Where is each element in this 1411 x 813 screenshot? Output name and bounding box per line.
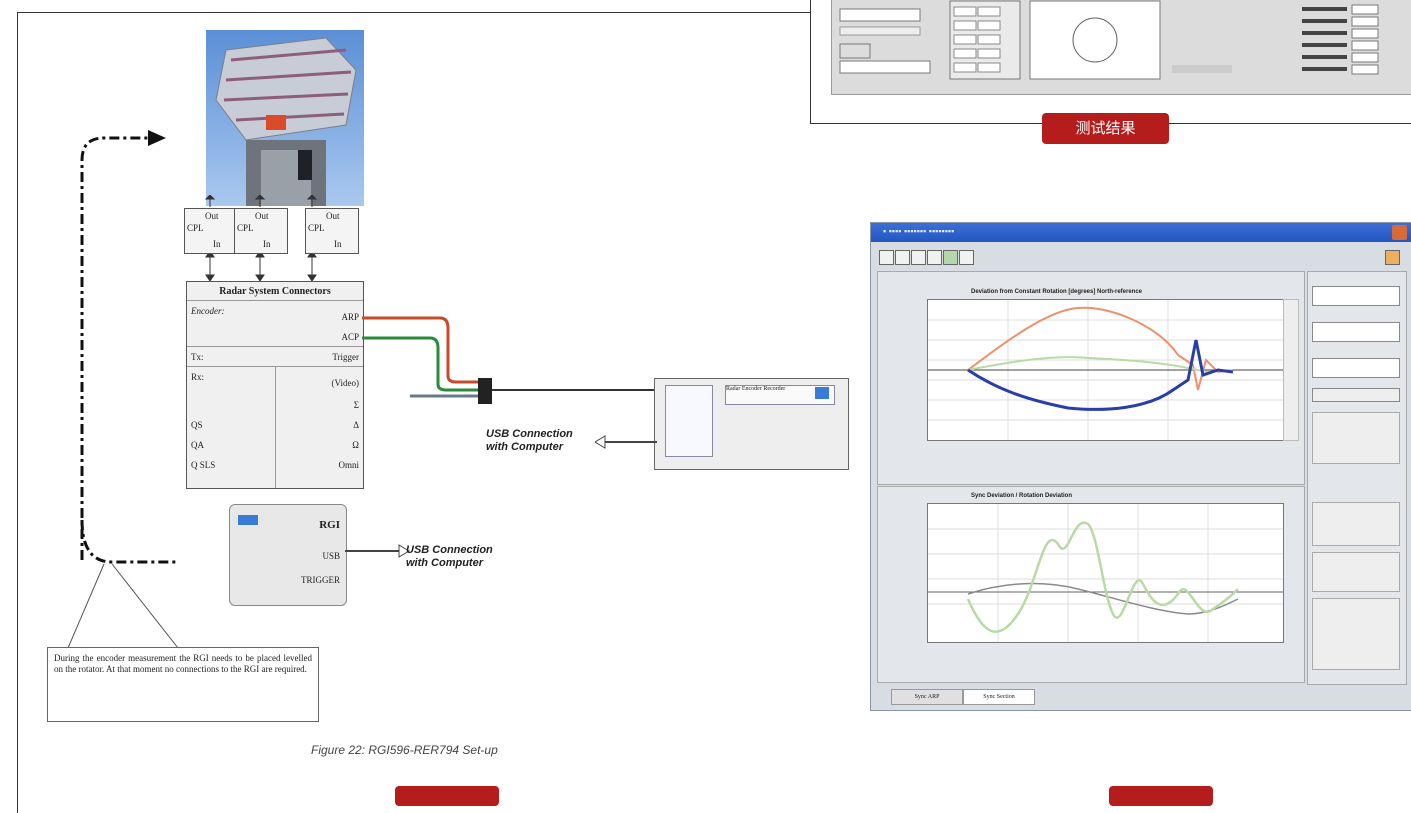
radar-encoder-recorder: Radar Encoder Recorder [654,378,849,470]
sigma-label: Σ [353,400,359,410]
settings-icon[interactable] [1385,250,1400,265]
tx-label: Tx: [191,352,204,362]
delta-label: Δ [353,420,359,430]
coupler-cpl-label: CPL [187,223,204,233]
coupler-cpl-label: CPL [308,223,325,233]
plot2-area [927,503,1284,643]
control-field-1[interactable] [1312,286,1400,306]
bottom-left-badge [395,786,499,806]
control-field-2[interactable] [1312,322,1400,342]
analysis-window: ▪ ▪▪▪▪ ▪▪▪▪▪▪▪ ▪▪▪▪▪▪▪▪ Deviation from C… [870,222,1411,711]
rx-label: Rx: [191,372,205,382]
coupler-in-label: In [263,239,271,249]
top-result-graphic [839,0,1379,80]
plot1-title: Deviation from Constant Rotation [degree… [971,289,1143,295]
video-label: (Video) [331,378,359,388]
tab-sync-arp[interactable]: Sync ARP [891,689,963,705]
diagram-frame [17,12,1411,813]
plot1-area [927,299,1284,441]
top-result-panel [810,0,1411,124]
coupler-out-label: Out [326,211,340,221]
trigger-label: Trigger [332,352,359,362]
encoder-label: Encoder: [191,306,225,316]
usb-arrow-encoder [595,435,657,449]
control-group-3 [1312,598,1400,670]
radar-antenna-image [206,30,364,206]
rgi-label: RGI [319,519,340,531]
toolbar-button-3[interactable] [911,250,926,265]
qs-label: QS [191,420,203,430]
control-dropdown[interactable] [1312,388,1400,402]
dashed-path [67,130,179,649]
toolbar-button-6[interactable] [959,250,974,265]
arp-label: ARP [341,312,359,322]
tab-sync-section[interactable]: Sync Section [963,689,1035,705]
coupler-connections [204,195,318,282]
encoder-title: Radar Encoder Recorder [725,385,835,405]
close-icon[interactable] [1392,225,1407,240]
coupler-in-label: In [334,239,342,249]
coupler-box-2: Out CPL In [234,208,288,254]
omega-label: Ω [352,440,359,450]
qsls-label: Q SLS [191,460,216,470]
right-control-panel [1307,271,1407,685]
acp-label: ACP [341,332,359,342]
rgi-trigger-label: TRIGGER [301,575,340,585]
coupler-cpl-label: CPL [237,223,254,233]
top-result-screenshot [831,0,1411,95]
radar-system-title: Radar System Connectors [219,286,331,297]
usb-connection-label-2: USB Connection with Computer [406,544,493,569]
rgi-device: RGI USB TRIGGER [229,504,347,606]
control-group-2 [1312,552,1400,592]
encoder-note: During the encoder measurement the RGI n… [47,647,319,722]
coupler-out-label: Out [205,211,219,221]
coupler-in-label: In [213,239,221,249]
usb-arrow-rgi [345,544,410,558]
toolbar-button-4[interactable] [927,250,942,265]
control-group-1 [1312,502,1400,546]
qa-label: QA [191,440,204,450]
window-titlebar: ▪ ▪▪▪▪ ▪▪▪▪▪▪▪ ▪▪▪▪▪▪▪▪ [871,223,1411,242]
figure-caption: Figure 22: RGI596-RER794 Set-up [311,743,498,757]
omni-label: Omni [338,460,359,470]
plot1-legend [1283,299,1299,441]
toolbar-button-5[interactable] [943,250,958,265]
control-slider[interactable] [1312,412,1400,464]
window-title: ▪ ▪▪▪▪ ▪▪▪▪▪▪▪ ▪▪▪▪▪▪▪▪ [883,226,955,236]
encoder-cables [362,316,656,404]
coupler-box-3: Out CPL In [305,208,359,254]
usb-connection-label-1: USB Connection with Computer [486,428,573,453]
rgi-usb-label: USB [322,551,340,561]
coupler-out-label: Out [255,211,269,221]
control-field-3[interactable] [1312,358,1400,378]
toolbar-button-2[interactable] [895,250,910,265]
bottom-right-badge [1109,786,1213,806]
toolbar-button-1[interactable] [879,250,894,265]
radar-system-connectors-box: Radar System Connectors Encoder: ARP ACP… [186,281,364,489]
plot2-title: Sync Deviation / Rotation Deviation [971,493,1073,499]
result-badge-top: 测试结果 [1042,113,1169,144]
